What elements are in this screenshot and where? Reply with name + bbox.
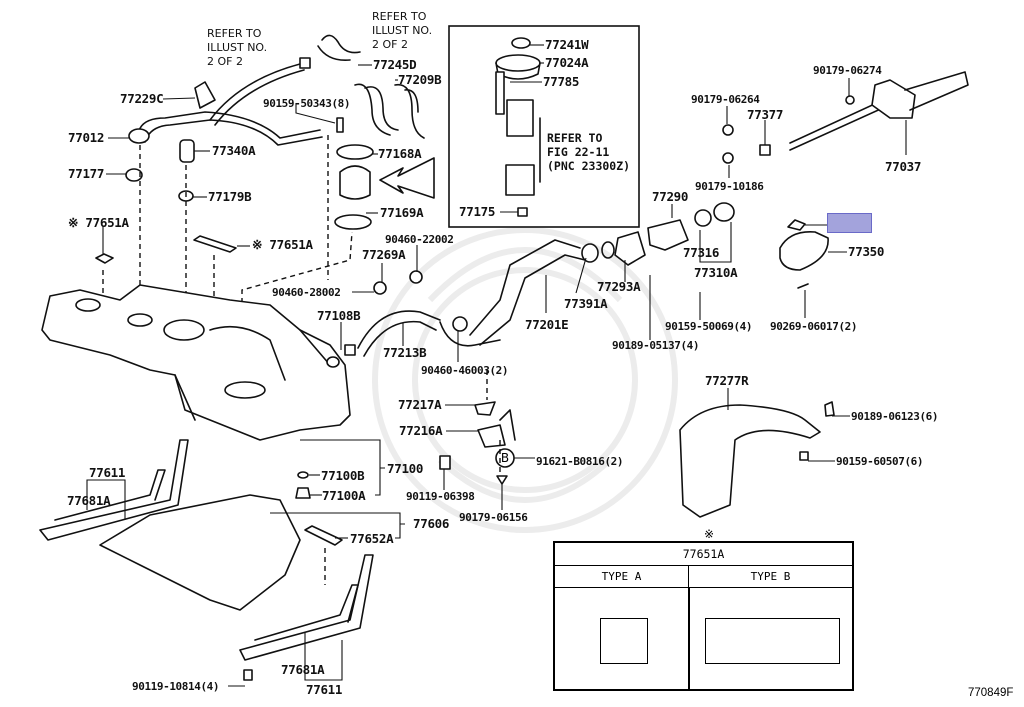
part-label-77024a[interactable]: 77024A <box>545 55 589 70</box>
legend-column-divider <box>688 587 690 689</box>
part-label-77651a-left[interactable]: ※ 77651A <box>68 215 129 230</box>
part-label-77293a[interactable]: 77293A <box>597 279 641 294</box>
callout-b-marker: B <box>500 451 510 465</box>
part-label-77012[interactable]: 77012 <box>68 130 105 145</box>
part-label-77245d[interactable]: 77245D <box>373 57 417 72</box>
part-label-77316[interactable]: 77316 <box>683 245 720 260</box>
part-label-77217a[interactable]: 77217A <box>398 397 442 412</box>
part-label-77241w[interactable]: 77241W <box>545 37 589 52</box>
fuel-pump-inset-box <box>448 25 640 228</box>
refer-fig-note: REFER TO FIG 22-11 (PNC 23300Z) <box>547 131 631 173</box>
part-label-90460-46003[interactable]: 90460-46003(2) <box>421 364 509 377</box>
pad-type-a <box>95 253 114 264</box>
vent-tubes <box>125 34 425 202</box>
breather-hose <box>326 270 468 368</box>
part-label-77785[interactable]: 77785 <box>543 74 580 89</box>
watermark-emblem <box>372 227 678 533</box>
part-label-77290[interactable]: 77290 <box>652 189 689 204</box>
part-label-90179-10186[interactable]: 90179-10186 <box>695 180 764 193</box>
part-label-77277r[interactable]: 77277R <box>705 373 749 388</box>
inset-arrow <box>379 157 435 199</box>
part-label-90159-60507[interactable]: 90159-60507(6) <box>836 455 924 468</box>
leader-lines <box>86 44 907 687</box>
part-label-77175[interactable]: 77175 <box>459 204 496 219</box>
part-label-77651a-mid[interactable]: ※ 77651A <box>252 237 313 252</box>
part-label-90189-05137[interactable]: 90189-05137(4) <box>612 339 700 352</box>
part-label-77213b[interactable]: 77213B <box>383 345 427 360</box>
part-label-90119-06398[interactable]: 90119-06398 <box>406 490 475 503</box>
part-label-77350[interactable]: 77350 <box>848 244 885 259</box>
part-label-77216a[interactable]: 77216A <box>399 423 443 438</box>
part-label-77652a[interactable]: 77652A <box>350 531 394 546</box>
part-label-77340a[interactable]: 77340A <box>212 143 256 158</box>
refer-illust-note-left: REFER TO ILLUST NO. 2 OF 2 <box>207 27 268 68</box>
part-label-90159-50343[interactable]: 90159-50343(8) <box>263 97 351 110</box>
legend-part-number: 77651A <box>555 543 852 566</box>
part-label-90460-28002[interactable]: 90460-28002 <box>272 286 341 299</box>
part-label-77310a[interactable]: 77310A <box>694 265 738 280</box>
pad-type-b <box>193 235 237 253</box>
part-label-77100a[interactable]: 77100A <box>322 488 366 503</box>
part-label-77108b[interactable]: 77108B <box>317 308 361 323</box>
part-label-77100b[interactable]: 77100B <box>321 468 365 483</box>
part-label-77391a[interactable]: 77391A <box>564 296 608 311</box>
part-label-77681a-bottom[interactable]: 77681A <box>281 662 325 677</box>
fuel-filter <box>334 144 374 230</box>
part-label-90159-50069[interactable]: 90159-50069(4) <box>665 320 753 333</box>
part-label-77179b[interactable]: 77179B <box>208 189 252 204</box>
part-label-90189-06123[interactable]: 90189-06123(6) <box>851 410 939 423</box>
part-label-77606[interactable]: 77606 <box>413 516 450 531</box>
pad-type-legend-table: 77651A TYPE A TYPE B <box>553 541 854 691</box>
fuel-lid-opener-cable <box>722 71 969 164</box>
part-label-91621-b0816[interactable]: 91621-B0816(2) <box>536 455 624 468</box>
legend-shape-type-a <box>600 618 648 664</box>
part-label-90179-06156[interactable]: 90179-06156 <box>459 511 528 524</box>
part-label-90269-06017[interactable]: 90269-06017(2) <box>770 320 858 333</box>
fuel-pump-assembly <box>495 37 541 217</box>
part-label-77611-top[interactable]: 77611 <box>89 465 126 480</box>
part-label-90179-06264[interactable]: 90179-06264 <box>691 93 760 106</box>
part-label-77100[interactable]: 77100 <box>387 461 424 476</box>
legend-column-type-a: TYPE A <box>555 566 689 588</box>
part-label-90460-22002[interactable]: 90460-22002 <box>385 233 454 246</box>
legend-column-type-b: TYPE B <box>689 566 852 588</box>
fuel-tank <box>41 284 351 441</box>
tank-straps-and-frame <box>39 439 374 681</box>
part-label-77269a[interactable]: 77269A <box>362 247 406 262</box>
part-label-77209b[interactable]: 77209B <box>398 72 442 87</box>
part-label-90119-10814[interactable]: 90119-10814(4) <box>132 680 220 693</box>
part-label-77229c[interactable]: 77229C <box>120 91 164 106</box>
fender-liner <box>679 401 835 518</box>
part-label-77177[interactable]: 77177 <box>68 166 105 181</box>
legend-reference-mark: ※ <box>704 527 715 541</box>
part-label-77168a[interactable]: 77168A <box>378 146 422 161</box>
part-label-77681a-top[interactable]: 77681A <box>67 493 111 508</box>
part-label-77037[interactable]: 77037 <box>885 159 922 174</box>
part-label-77201e[interactable]: 77201E <box>525 317 569 332</box>
part-label-90179-06274[interactable]: 90179-06274 <box>813 64 882 77</box>
highlighted-part-label[interactable] <box>827 213 872 233</box>
tank-bracket <box>439 370 516 485</box>
refer-illust-note-right: REFER TO ILLUST NO. 2 OF 2 <box>372 10 433 51</box>
part-label-77169a[interactable]: 77169A <box>380 205 424 220</box>
legend-shape-type-b <box>705 618 840 664</box>
figure-number: 770849F <box>968 687 1014 699</box>
part-label-77611-bottom[interactable]: 77611 <box>306 682 343 697</box>
part-label-77377[interactable]: 77377 <box>747 107 784 122</box>
filler-pipe <box>439 202 735 347</box>
fuel-lid <box>779 219 829 289</box>
